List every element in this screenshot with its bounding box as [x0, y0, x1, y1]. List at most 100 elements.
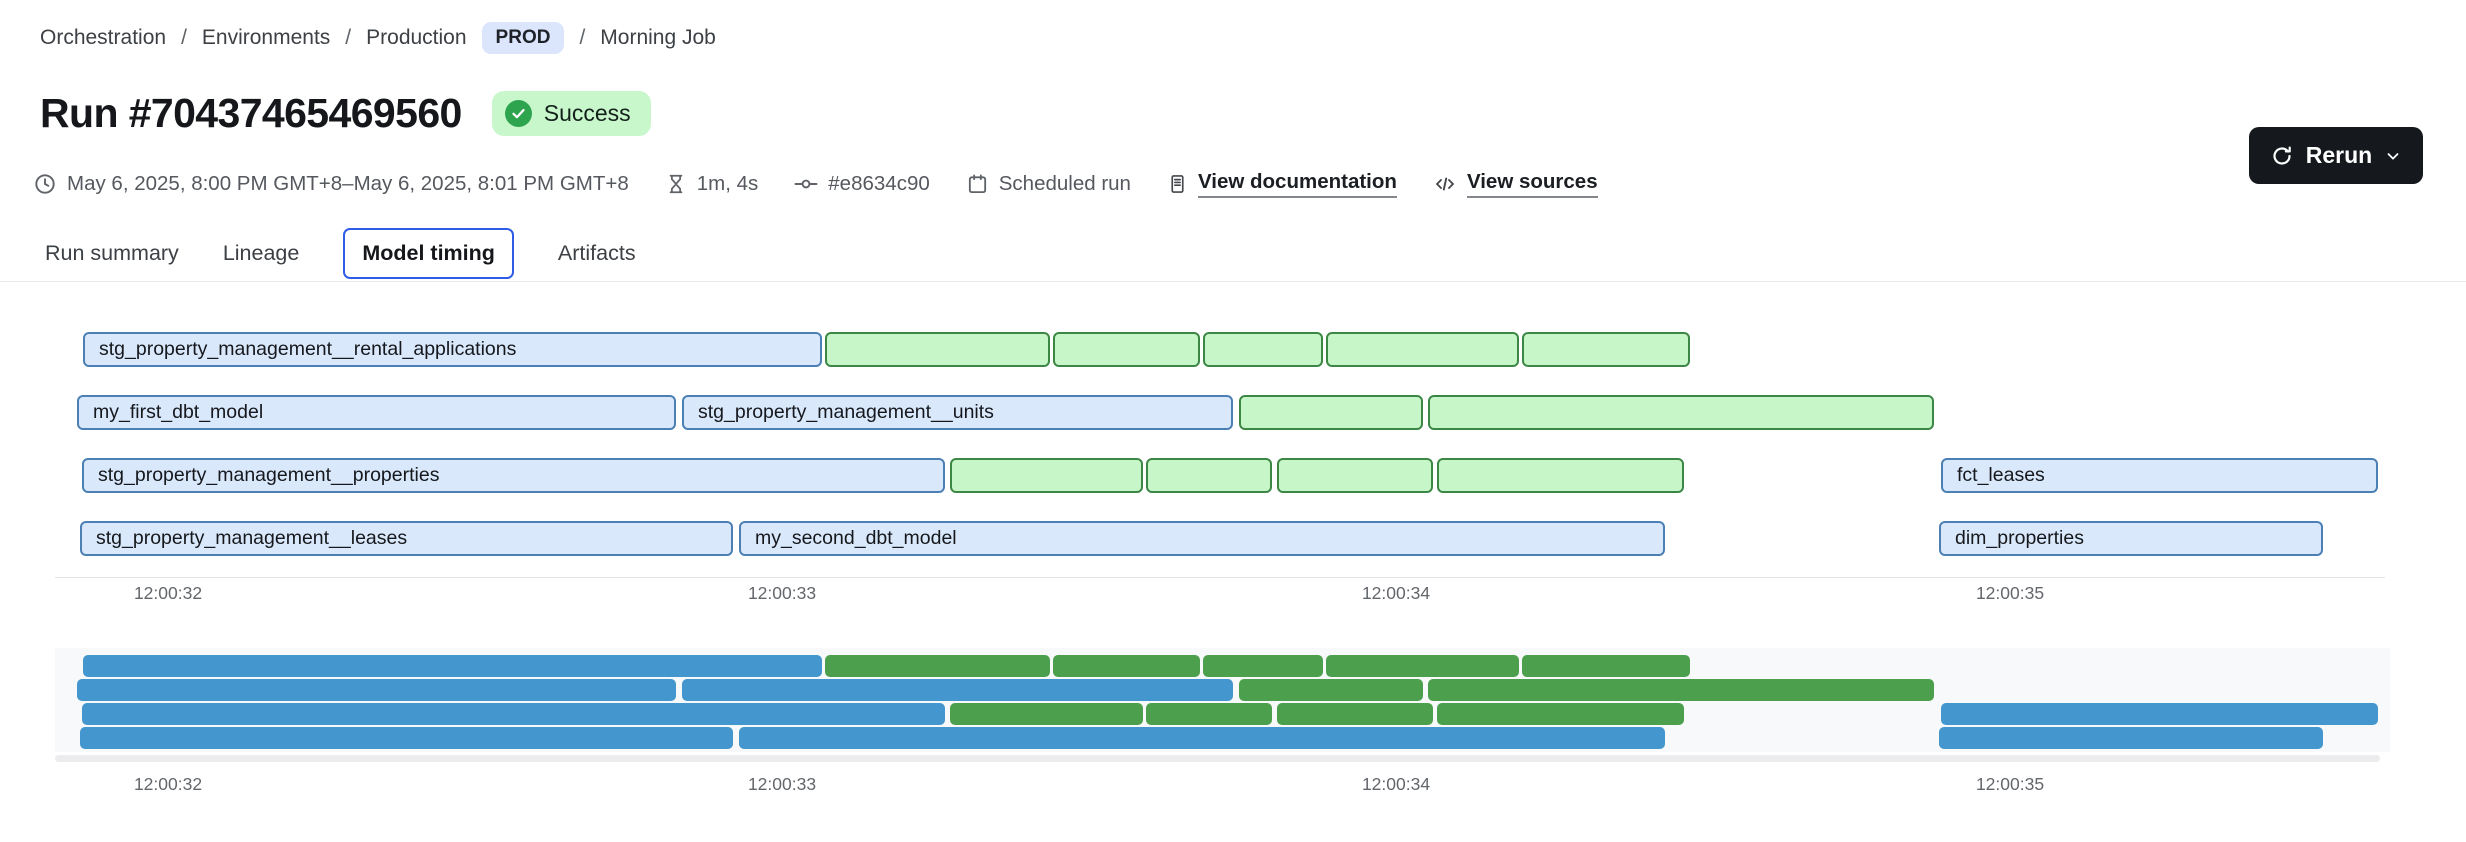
breadcrumb: Orchestration / Environments / Productio… [40, 22, 716, 54]
timeline-bar[interactable] [1053, 332, 1200, 367]
view-sources[interactable]: View sources [1433, 170, 1598, 198]
axis-tick-label: 12:00:34 [1361, 774, 1431, 794]
minimap-bar [1428, 679, 1934, 701]
breadcrumb-morning-job[interactable]: Morning Job [600, 26, 716, 49]
timeline-bar[interactable]: my_first_dbt_model [77, 395, 676, 430]
tab-run-summary[interactable]: Run summary [45, 241, 179, 265]
axis-tick-label: 12:00:35 [1975, 583, 2045, 603]
minimap-bar [1053, 655, 1200, 677]
timeline-bar[interactable] [1437, 458, 1684, 493]
timeline-bar[interactable] [1326, 332, 1519, 367]
page-title: Run #70437465469560 [40, 90, 462, 136]
timeline-bar[interactable]: stg_property_management__units [682, 395, 1233, 430]
minimap-bar [1277, 703, 1433, 725]
breadcrumb-separator: / [345, 26, 352, 49]
minimap-bar [80, 727, 733, 749]
timeline-bar[interactable]: my_second_dbt_model [739, 521, 1665, 556]
breadcrumb-environments[interactable]: Environments [201, 26, 331, 49]
document-icon [1171, 175, 1184, 193]
rerun-button[interactable]: Rerun [2249, 127, 2423, 184]
timeline-bar[interactable] [1203, 332, 1323, 367]
minimap-bar [1203, 655, 1323, 677]
clock-icon [35, 174, 55, 194]
minimap-bar [739, 727, 1665, 749]
minimap-bar [1437, 703, 1684, 725]
tab-artifacts[interactable]: Artifacts [557, 241, 636, 265]
view-sources-link[interactable]: View sources [1466, 170, 1598, 198]
chevron-down-icon [2387, 152, 2399, 160]
status-badge: Success [491, 91, 651, 136]
code-icon [1435, 177, 1454, 191]
breadcrumb-separator: / [181, 26, 187, 49]
minimap-bar [1941, 703, 2378, 725]
minimap-scroll-track[interactable] [55, 755, 2380, 762]
axis-tick-label: 12:00:35 [1975, 774, 2045, 794]
timeline-bar[interactable]: stg_property_management__leases [80, 521, 733, 556]
run-commit: #e8634c90 [794, 172, 930, 196]
timeline-bar[interactable] [1428, 395, 1934, 430]
title-row: Run #70437465469560 Success [40, 90, 651, 137]
minimap-bar [1239, 679, 1423, 701]
minimap-bar [1326, 655, 1519, 677]
minimap-bar [1522, 655, 1690, 677]
run-tabs: Run summary Lineage Model timing Artifac… [45, 228, 636, 279]
minimap-bar [82, 703, 945, 725]
axis-tick-label: 12:00:33 [747, 583, 817, 603]
model-name-label: stg_property_management__rental_applicat… [99, 338, 517, 360]
timeline-bar[interactable]: dim_properties [1939, 521, 2323, 556]
environment-badge: PROD [481, 22, 565, 54]
model-name-label: my_first_dbt_model [93, 401, 264, 423]
model-name-label: stg_property_management__properties [98, 464, 440, 486]
model-name-label: stg_property_management__leases [96, 527, 408, 549]
commit-icon [794, 179, 818, 189]
run-trigger: Scheduled run [966, 172, 1131, 196]
tab-lineage[interactable]: Lineage [222, 241, 300, 265]
timeline-bar[interactable] [1277, 458, 1433, 493]
axis-tick-label: 12:00:32 [133, 774, 203, 794]
run-meta-row: May 6, 2025, 8:00 PM GMT+8–May 6, 2025, … [33, 170, 1598, 198]
check-circle-icon [504, 100, 532, 127]
timeline-bar[interactable] [1522, 332, 1690, 367]
model-name-label: fct_leases [1957, 464, 2045, 486]
tabs-divider [0, 281, 2466, 282]
refresh-icon [2273, 145, 2291, 165]
axis-tick-label: 12:00:34 [1361, 583, 1431, 603]
timeline-bar[interactable] [825, 332, 1050, 367]
axis-tick-label: 12:00:32 [133, 583, 203, 603]
tab-model-timing[interactable]: Model timing [343, 228, 514, 279]
model-name-label: stg_property_management__units [698, 401, 994, 423]
timeline-bar[interactable] [1146, 458, 1272, 493]
hourglass-icon [669, 174, 683, 194]
timeline-bar[interactable] [950, 458, 1143, 493]
minimap-bar [1146, 703, 1272, 725]
model-timing-chart: stg_property_management__rental_applicat… [0, 282, 2466, 842]
rerun-label: Rerun [2305, 142, 2373, 168]
minimap-bar [1939, 727, 2323, 749]
duration-text: 1m, 4s [696, 172, 759, 195]
commit-text: #e8634c90 [828, 172, 930, 195]
minimap-bar [83, 655, 822, 677]
timeline-bar[interactable]: fct_leases [1941, 458, 2378, 493]
model-name-label: dim_properties [1955, 527, 2084, 549]
run-time-range: May 6, 2025, 8:00 PM GMT+8–May 6, 2025, … [33, 172, 629, 196]
chart-axis-line [55, 577, 2385, 578]
status-label: Success [543, 100, 631, 126]
model-name-label: my_second_dbt_model [755, 527, 957, 549]
axis-tick-label: 12:00:33 [747, 774, 817, 794]
timeline-bar[interactable]: stg_property_management__rental_applicat… [83, 332, 822, 367]
run-duration: 1m, 4s [665, 172, 759, 196]
minimap-bar [825, 655, 1050, 677]
breadcrumb-production[interactable]: Production [366, 26, 467, 49]
minimap-bar [682, 679, 1233, 701]
calendar-icon [968, 174, 986, 194]
time-range-text: May 6, 2025, 8:00 PM GMT+8–May 6, 2025, … [67, 172, 629, 195]
timeline-bar[interactable] [1239, 395, 1423, 430]
view-documentation[interactable]: View documentation [1167, 170, 1397, 198]
minimap-bar [950, 703, 1143, 725]
breadcrumb-separator: / [579, 26, 586, 49]
minimap-bar [77, 679, 676, 701]
breadcrumb-orchestration[interactable]: Orchestration [40, 26, 167, 49]
timeline-bar[interactable]: stg_property_management__properties [82, 458, 945, 493]
view-documentation-link[interactable]: View documentation [1197, 170, 1397, 198]
